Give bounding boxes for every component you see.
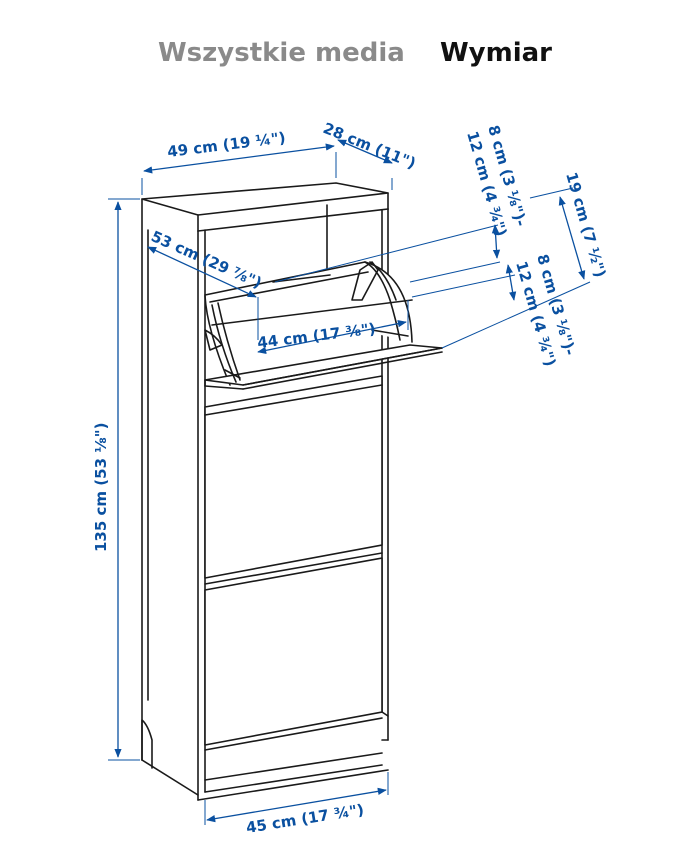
label-height: 135 cm (53 ⅛") bbox=[92, 423, 110, 552]
label-flap-depth: 19 cm (7 ½") bbox=[562, 170, 609, 279]
label-diagonal: 53 cm (29 ⅞") bbox=[148, 227, 264, 292]
cabinet-outline bbox=[141, 182, 443, 801]
label-inner-width: 44 cm (17 ⅜") bbox=[256, 320, 376, 352]
tab-dimensions[interactable]: Wymiar bbox=[440, 38, 552, 68]
label-width-top: 49 cm (19 ¼") bbox=[166, 129, 286, 161]
tab-bar: Wszystkie media Wymiar bbox=[0, 38, 683, 78]
dimension-lines bbox=[108, 139, 591, 825]
tab-all-media[interactable]: Wszystkie media bbox=[158, 38, 405, 68]
label-width-bottom: 45 cm (17 ¾") bbox=[245, 801, 365, 837]
label-depth-top: 28 cm (11") bbox=[321, 119, 419, 172]
